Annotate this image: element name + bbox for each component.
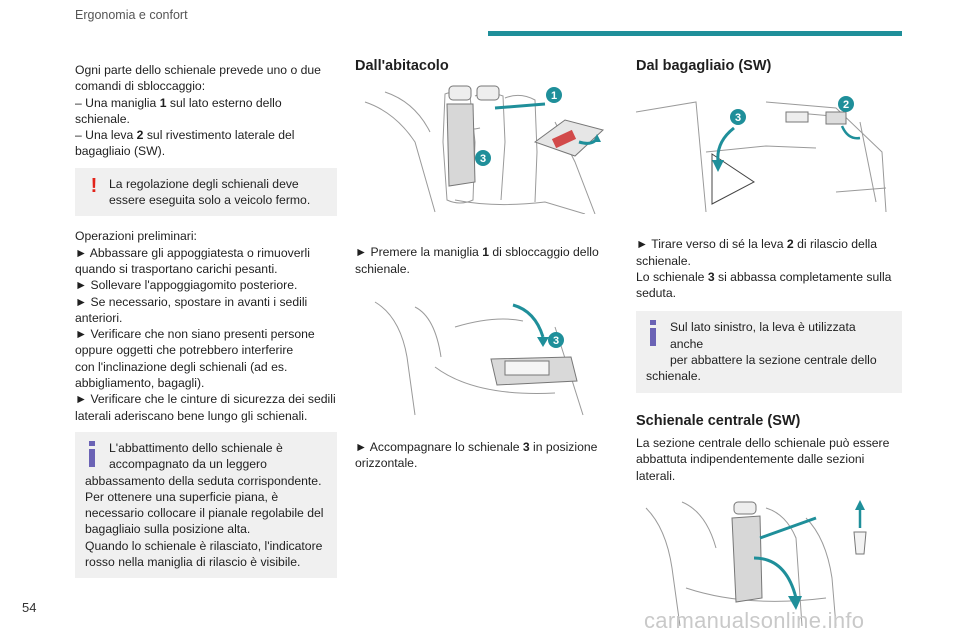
column-right: Dal bagagliaio (SW) 3 2 ► Tirare verso d… xyxy=(636,58,902,628)
text-line: ► Se necessario, spostare in avanti i se… xyxy=(75,294,308,309)
text-line: abbattuta indipendentemente dalle sezion… xyxy=(636,452,865,467)
text-line: ► Verificare che le cinture di sicurezza… xyxy=(75,392,336,407)
info-text: schienale. xyxy=(646,369,701,384)
text-line: Ogni parte dello schienale prevede uno o… xyxy=(75,63,321,77)
info-text: Quando lo schienale è rilasciato, l'indi… xyxy=(85,538,323,553)
section-title-boot: Dal bagagliaio (SW) xyxy=(636,58,772,74)
warning-text: essere eseguita solo a veicolo fermo. xyxy=(109,193,311,208)
watermark: carmanualsonline.info xyxy=(644,608,865,633)
text-line: – Una leva 2 sul rivestimento laterale d… xyxy=(75,128,295,143)
text-line: laterali aderiscano bene lungo gli schie… xyxy=(75,408,308,423)
text-line: comandi di sbloccaggio: xyxy=(75,79,206,94)
info-text: Sul lato sinistro, la leva è utilizzata … xyxy=(670,320,856,351)
text-line: oppure oggetti che potrebbero interferir… xyxy=(75,343,294,358)
boot-lever-illustration: 3 2 xyxy=(636,96,887,213)
text-line: bagagliaio (SW). xyxy=(75,144,166,159)
info-icon xyxy=(85,440,99,469)
info-box: L'abbattimento dello schienale è accompa… xyxy=(75,431,337,579)
marker-3: 3 xyxy=(735,112,741,124)
text-line: schienale. xyxy=(355,261,410,276)
text-line: schienale. xyxy=(636,253,691,268)
header-section-title: Ergonomia e confort xyxy=(75,8,188,22)
marker-2: 2 xyxy=(843,99,849,111)
text-line: ► Verificare che non siano presenti pers… xyxy=(75,327,315,342)
marker-3: 3 xyxy=(480,153,486,165)
text-line: abbigliamento, bagagli). xyxy=(75,376,205,391)
center-backrest-illustration xyxy=(645,499,867,626)
info-icon xyxy=(646,320,660,348)
info-text: bagagliaio sulla posizione alta. xyxy=(85,522,251,537)
text-line: Operazioni preliminari: xyxy=(75,229,197,244)
text-line: quando si trasportano carichi pesanti. xyxy=(75,261,278,276)
text-line: – Una maniglia 1 sul lato esterno dello xyxy=(75,95,282,110)
marker-1: 1 xyxy=(551,90,557,102)
text-line: laterali. xyxy=(636,468,676,483)
warning-box: ! La regolazione degli schienali deve es… xyxy=(75,167,337,217)
rear-seat-fold-illustration: 3 xyxy=(374,301,584,416)
info-text: Per ottenere una superficie piana, è xyxy=(85,489,279,504)
text-line: La sezione centrale dello schienale può … xyxy=(636,435,890,450)
column-left: Ogni parte dello schienale prevede uno o… xyxy=(75,62,337,586)
text-line: seduta. xyxy=(636,286,676,301)
marker-3: 3 xyxy=(553,335,559,347)
section-title-center-back: Schienale centrale (SW) xyxy=(636,412,801,429)
text-line: ► Abbassare gli appoggiatesta o rimuover… xyxy=(75,245,310,260)
warning-icon: ! xyxy=(90,174,98,197)
rear-seat-handle-illustration: 1 3 xyxy=(364,85,605,215)
text-line: Lo schienale 3 si abbassa completamente … xyxy=(636,269,892,284)
text-line: ► Tirare verso di sé la leva 2 di rilasc… xyxy=(636,237,878,252)
text-line: ► Premere la maniglia 1 di sbloccaggio d… xyxy=(355,245,599,260)
text-line: orizzontale. xyxy=(355,456,418,471)
text-line: ► Accompagnare lo schienale 3 in posizio… xyxy=(355,439,598,454)
text-line: schienale. xyxy=(75,111,130,126)
info-text: rosso nella maniglia di rilascio è visib… xyxy=(85,555,301,570)
info-text: accompagnato da un leggero xyxy=(109,457,267,472)
info-box: Sul lato sinistro, la leva è utilizzata … xyxy=(636,311,902,393)
text-line: ► Sollevare l'appoggiagomito posteriore. xyxy=(75,278,298,293)
text-line: con l'inclinazione degli schienali (ad e… xyxy=(75,359,288,374)
text-line: anteriori. xyxy=(75,310,123,325)
info-text: abbassamento della seduta corrispondente… xyxy=(85,473,322,488)
warning-text: La regolazione degli schienali deve xyxy=(109,176,299,191)
info-text: L'abbattimento dello schienale è xyxy=(109,440,283,455)
page-number: 54 xyxy=(22,600,37,615)
column-middle: Dall'abitacolo 1 3 ► Premere la maniglia… xyxy=(355,58,607,471)
header-accent-bar xyxy=(488,31,902,36)
info-text: per abbattere la sezione centrale dello xyxy=(670,353,877,368)
section-title-cabin: Dall'abitacolo xyxy=(355,58,449,74)
info-text: necessario collocare il pianale regolabi… xyxy=(85,506,324,521)
